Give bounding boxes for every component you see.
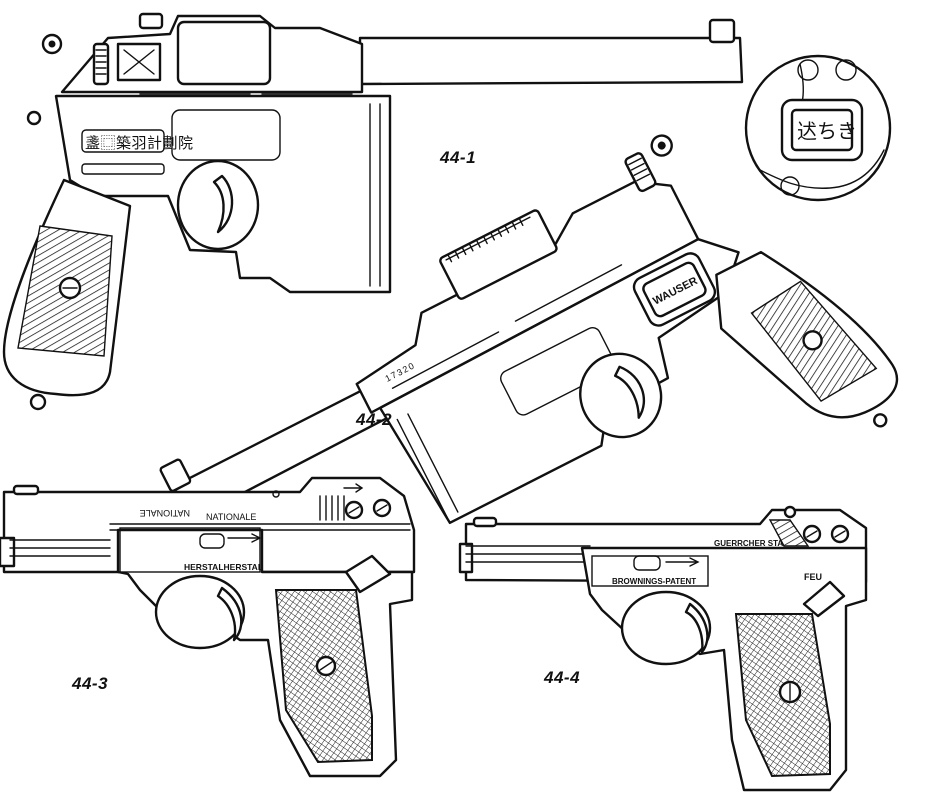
- pistol-44-2: 17320 WAUSER: [159, 134, 899, 525]
- figure-label-44-2: 44-2: [356, 410, 393, 429]
- pistol-44-3: NATIONALE NATIONALE HERSTALHERSTAL: [0, 476, 416, 778]
- svg-text:HERSTALHERSTAL: HERSTALHERSTAL: [184, 562, 263, 572]
- safety-lever-44-4: [802, 580, 846, 618]
- svg-text:盞⿴築羽計劃院: 盞⿴築羽計劃院: [85, 134, 194, 152]
- fn-logo-44-4: [633, 555, 661, 571]
- barrel-44-1: [358, 36, 744, 86]
- lanyard-ring-44-1: [29, 393, 47, 411]
- bolt-44-1: [176, 20, 272, 86]
- figure-label-44-3: 44-3: [72, 674, 109, 693]
- front-sight-44-1: [708, 18, 736, 44]
- trigger-guard-44-4: [620, 590, 712, 666]
- pistol-44-1: 盞⿴築羽計劃院: [2, 12, 744, 411]
- bolt-44-2: [439, 209, 558, 300]
- detail-inset: 迖ちき: [744, 54, 892, 202]
- trigger-44-4: [684, 602, 709, 654]
- svg-text:GUERRCHER STAL: GUERRCHER STAL: [714, 539, 788, 548]
- magazine-panel-44-2: [500, 327, 616, 416]
- svg-text:BROWNINGS-PATENT: BROWNINGS-PATENT: [612, 577, 696, 586]
- svg-text:NATIONALE: NATIONALE: [140, 508, 190, 518]
- front-sight-44-3: [12, 484, 40, 496]
- lanyard-ring-44-2: [873, 413, 888, 428]
- trigger-44-3: [216, 586, 243, 642]
- trigger-guard-44-1: [176, 159, 260, 251]
- front-sight-44-4: [472, 516, 498, 528]
- svg-text:NATIONALE: NATIONALE: [206, 512, 256, 522]
- safety-marking-44-4: FEU: [804, 572, 822, 582]
- trigger-44-1: [212, 174, 234, 234]
- figure-label-44-4: 44-4: [544, 668, 581, 687]
- figure-label-44-1: 44-1: [440, 148, 477, 167]
- chinese-marking-panel-44-1: [81, 129, 165, 153]
- trigger-44-2: [613, 365, 646, 419]
- grip-screw-44-2: [802, 330, 823, 351]
- svg-text:迖ちき: 迖ちき: [797, 120, 857, 143]
- safety-lever-44-3: [344, 554, 392, 594]
- magazine-panel-44-1: [171, 109, 281, 161]
- pistol-44-4: GUERRCHER STAL BROWNINGS-PATENT FEU: [458, 505, 868, 792]
- front-sight-44-2: [159, 458, 192, 493]
- fn-logo-44-3: [199, 533, 225, 549]
